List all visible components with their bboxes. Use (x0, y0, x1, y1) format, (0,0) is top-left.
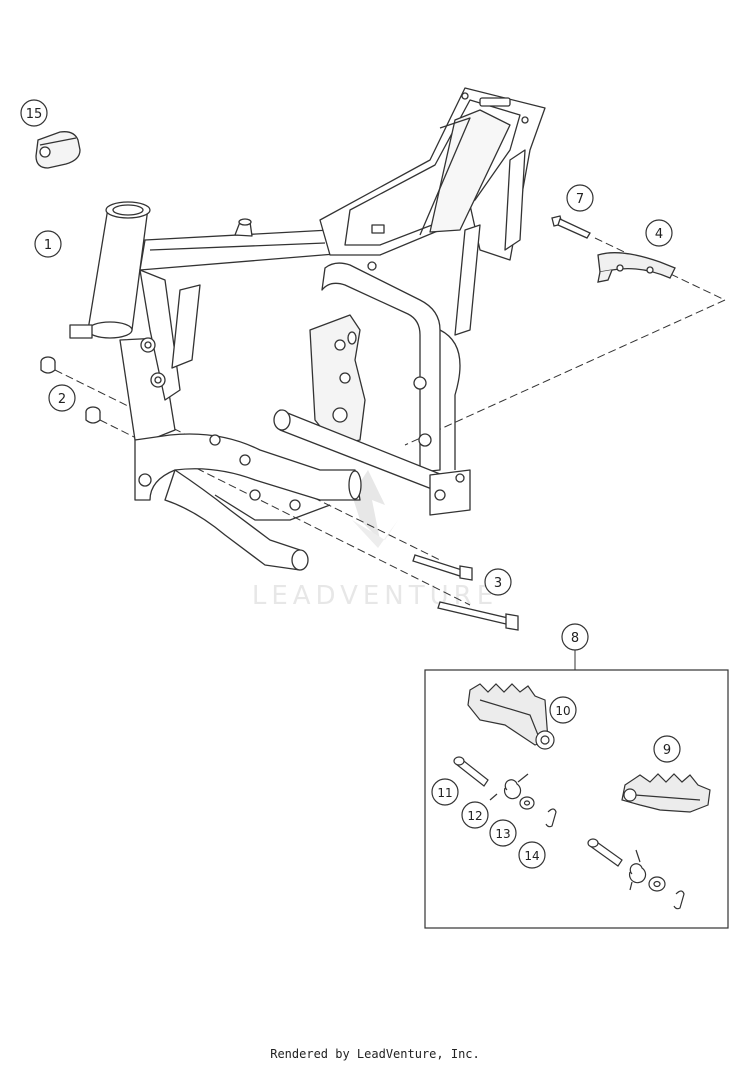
part-3-bolts (412, 554, 519, 631)
callout-3[interactable]: 3 (484, 568, 512, 596)
part-10-footpeg (467, 683, 555, 750)
part-7-bolt (551, 215, 591, 239)
callout-4-label: 4 (655, 227, 663, 242)
callout-4[interactable]: 4 (645, 219, 673, 247)
callout-8-label: 8 (571, 631, 579, 646)
part-11-pin-upper (453, 756, 489, 787)
callout-7[interactable]: 7 (566, 184, 594, 212)
callout-8[interactable]: 8 (561, 623, 589, 651)
part-14-clip-lower (673, 890, 685, 910)
callout-13-label: 13 (495, 827, 510, 841)
callout-12-label: 12 (467, 809, 482, 823)
callout-9-label: 9 (663, 743, 671, 758)
callout-14-label: 14 (524, 849, 539, 863)
leader-guide-4 (404, 299, 726, 446)
callout-1-label: 1 (44, 238, 52, 253)
part-13-washer-upper (519, 796, 535, 810)
callouts: 15 1 2 7 4 3 8 10 9 11 12 13 14 (20, 99, 681, 869)
watermark-logo-accent-icon (352, 520, 398, 548)
part-9-footpeg (621, 773, 711, 813)
callout-2-label: 2 (58, 392, 66, 407)
part-15-cap (35, 131, 81, 169)
part-12-spring-upper (489, 773, 529, 801)
callout-11-label: 11 (437, 786, 452, 800)
callout-15-label: 15 (26, 107, 43, 122)
callout-2[interactable]: 2 (48, 384, 76, 412)
callout-15[interactable]: 15 (20, 99, 48, 127)
part-1-main-frame (69, 87, 546, 571)
callout-10[interactable]: 10 (549, 696, 577, 724)
leader-nut-lower (99, 419, 471, 606)
callout-11[interactable]: 11 (431, 778, 459, 806)
footer-credit: Rendered by LeadVenture, Inc. (270, 1047, 480, 1061)
callout-13[interactable]: 13 (489, 819, 517, 847)
callout-9[interactable]: 9 (653, 735, 681, 763)
part-11-pin-lower (587, 838, 623, 867)
part-4-chain-guide (597, 252, 676, 283)
callout-3-label: 3 (494, 576, 502, 591)
callout-14[interactable]: 14 (518, 841, 546, 869)
part-13-washer-lower (648, 876, 666, 892)
part-2-nuts (40, 356, 101, 424)
part-8-group-box (424, 669, 729, 929)
part-12-spring-lower (628, 849, 647, 891)
callout-7-label: 7 (576, 192, 584, 207)
watermark: LEADVENTURE (252, 470, 493, 611)
callout-12[interactable]: 12 (461, 801, 489, 829)
callout-1[interactable]: 1 (34, 230, 62, 258)
part-14-clip-upper (545, 808, 557, 828)
callout-10-label: 10 (555, 704, 570, 718)
